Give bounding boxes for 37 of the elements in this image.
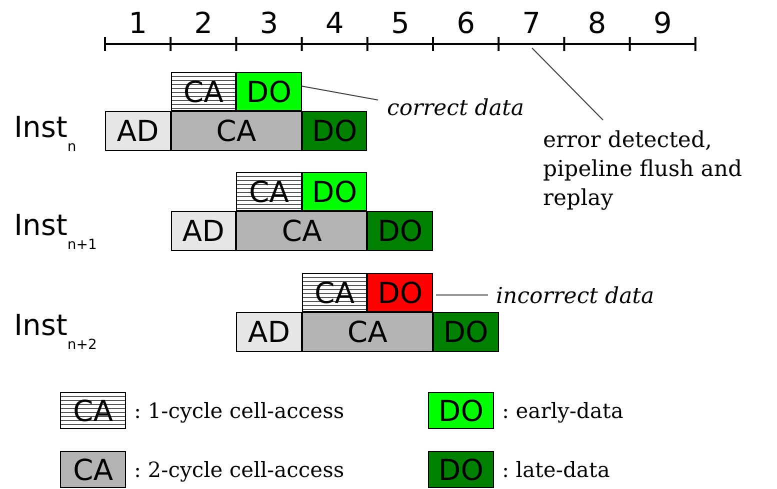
- annotation-text: error detected, pipeline flush and replay: [543, 126, 777, 213]
- cycle-number: 8: [586, 6, 608, 40]
- legend-sample-box: CA: [60, 451, 126, 488]
- instruction-label: Inst$_{n+1}$: [14, 208, 97, 253]
- pipeline-stage-box: CA: [170, 111, 302, 151]
- leader-line: [532, 48, 604, 120]
- legend-sample-box: DO: [428, 451, 494, 488]
- leader-line: [300, 86, 378, 100]
- pipeline-stage-box: AD: [236, 312, 302, 352]
- annotation-text: correct data: [387, 94, 587, 123]
- cycle-number: 5: [390, 6, 410, 40]
- cycle-number: 2: [193, 6, 214, 40]
- instruction-label: Inst$_{n}$: [14, 110, 76, 155]
- pipeline-stage-box: DO: [367, 211, 433, 251]
- pipeline-stage-box: DO: [302, 111, 368, 151]
- cycle-number: 4: [324, 6, 345, 40]
- cycle-number: 6: [456, 6, 476, 40]
- pipeline-stage-box: DO: [302, 172, 368, 211]
- cycle-number: 3: [258, 6, 280, 40]
- instruction-label: Inst$_{n+2}$: [14, 308, 97, 353]
- legend-label: : early-data: [502, 398, 624, 422]
- legend-sample-box: DO: [428, 392, 494, 429]
- cycle-number: 7: [521, 6, 542, 40]
- pipeline-stage-box: DO: [367, 273, 433, 312]
- annotation-text: incorrect data: [496, 282, 716, 311]
- cycle-number: 9: [652, 6, 673, 40]
- legend-label: : late-data: [502, 458, 610, 482]
- pipeline-stage-box: AD: [105, 111, 171, 151]
- cycle-number: 1: [128, 6, 148, 40]
- legend-label: : 1-cycle cell-access: [134, 398, 344, 422]
- leader-line: [436, 294, 488, 296]
- pipeline-stage-box: DO: [433, 312, 499, 352]
- legend-label: : 2-cycle cell-access: [134, 458, 344, 482]
- pipeline-stage-box: DO: [236, 72, 302, 111]
- pipeline-stage-box: CA: [236, 211, 368, 251]
- pipeline-stage-box: AD: [170, 211, 236, 251]
- pipeline-stage-box: CA: [302, 312, 433, 352]
